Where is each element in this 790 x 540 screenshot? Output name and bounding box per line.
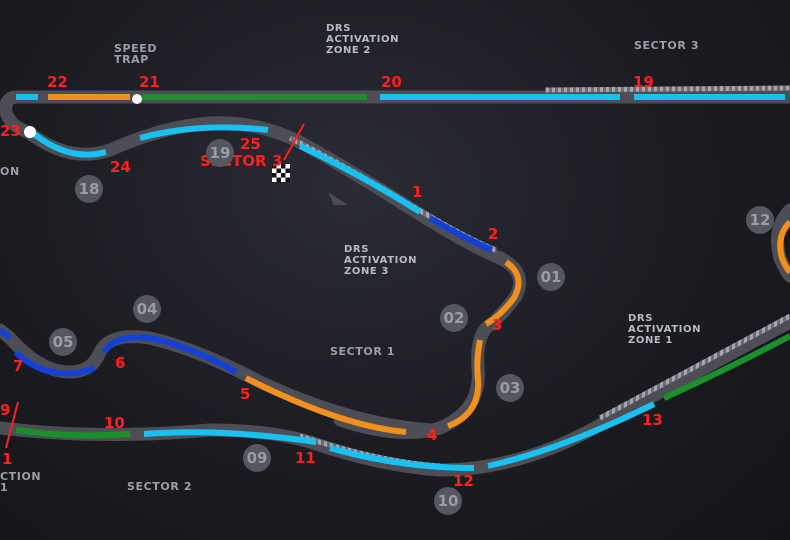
left-edge-label-section: CTION 1 [0, 470, 42, 494]
turn-3-label: 3 [492, 316, 503, 334]
seg-orange-t2 [484, 259, 522, 327]
track-top-straight [0, 90, 790, 139]
speed-trap-dot [132, 94, 142, 104]
seg-orange-t4 [244, 375, 407, 435]
corner-badge-12: 12 [746, 206, 774, 234]
turn-25-label: 25 [240, 135, 261, 153]
sector-1-label: SECTOR 1 [330, 345, 396, 358]
seg-orange-right-edge [777, 219, 790, 275]
speed-trap-label: SPEED TRAP [114, 42, 158, 66]
direction-arrow [328, 192, 348, 205]
turn-11-label: 11 [295, 449, 316, 467]
turn-19-label: 19 [633, 73, 654, 91]
corner-badge-01: 01 [537, 263, 565, 291]
turn-23-label: 23 [0, 122, 21, 140]
seg-cyan-t1 [298, 143, 422, 215]
turn-9-label: 9 [0, 401, 11, 419]
corner-badge-09: 09 [243, 444, 271, 472]
turn-12-label: 12 [453, 472, 474, 490]
turn-5-label: 5 [240, 385, 251, 403]
seg-orange-t3 [446, 339, 483, 429]
turn-1-left-label: 1 [2, 450, 13, 468]
sector-line-left [5, 401, 19, 449]
seg-cyan-hairpin-a [32, 131, 107, 158]
turn-24-label: 24 [110, 158, 131, 176]
corner-badge-10: 10 [434, 487, 462, 515]
left-edge-label-on: ON [0, 165, 20, 178]
seg-blue-t1 [428, 215, 494, 253]
seg-blue-t7 [13, 350, 96, 377]
sector-line-finish [283, 123, 305, 161]
turn-22-label: 22 [47, 73, 68, 91]
seg-blue-t5 [101, 334, 238, 375]
turn-2-label: 2 [488, 225, 499, 243]
corner-badge-05: 05 [49, 328, 77, 356]
turn-6-label: 6 [115, 354, 126, 372]
speed-segments [0, 94, 790, 471]
sector-3-label: SECTOR 3 [634, 39, 700, 52]
kerb-top [544, 85, 790, 93]
turn-13-label: 13 [642, 411, 663, 429]
corner-badge-03: 03 [496, 374, 524, 402]
seg-cyan-bottom-a [143, 429, 317, 445]
drs-zone-2-label: DRS ACTIVATION ZONE 2 [326, 23, 400, 56]
seg-green-right [662, 333, 790, 401]
corner-badge-18: 18 [75, 175, 103, 203]
drs-zone-1-label: DRS ACTIVATION ZONE 1 [628, 313, 702, 346]
corner-badge-19: 19 [206, 139, 234, 167]
turn23-dot [24, 126, 36, 138]
seg-green-bottom [15, 427, 131, 439]
seg-cyan-hairpin-b [139, 124, 269, 141]
chequered-flag-icon [272, 164, 290, 182]
corner-badge-02: 02 [440, 304, 468, 332]
drs-zone-3-label: DRS ACTIVATION ZONE 3 [344, 244, 418, 277]
turn-21-label: 21 [139, 73, 160, 91]
turn-7-label: 7 [13, 357, 24, 375]
turn-10-label: 10 [104, 414, 125, 432]
turn-1-label: 1 [412, 183, 423, 201]
turn-4-label: 4 [427, 426, 438, 444]
corner-badge-04: 04 [133, 295, 161, 323]
kerb-right [598, 313, 790, 421]
seg-blue-left [0, 327, 12, 341]
turn-20-label: 20 [381, 73, 402, 91]
seg-cyan-bottom-b [329, 445, 475, 471]
sector-2-label: SECTOR 2 [127, 480, 193, 493]
seg-cyan-bottom-c [487, 401, 656, 469]
